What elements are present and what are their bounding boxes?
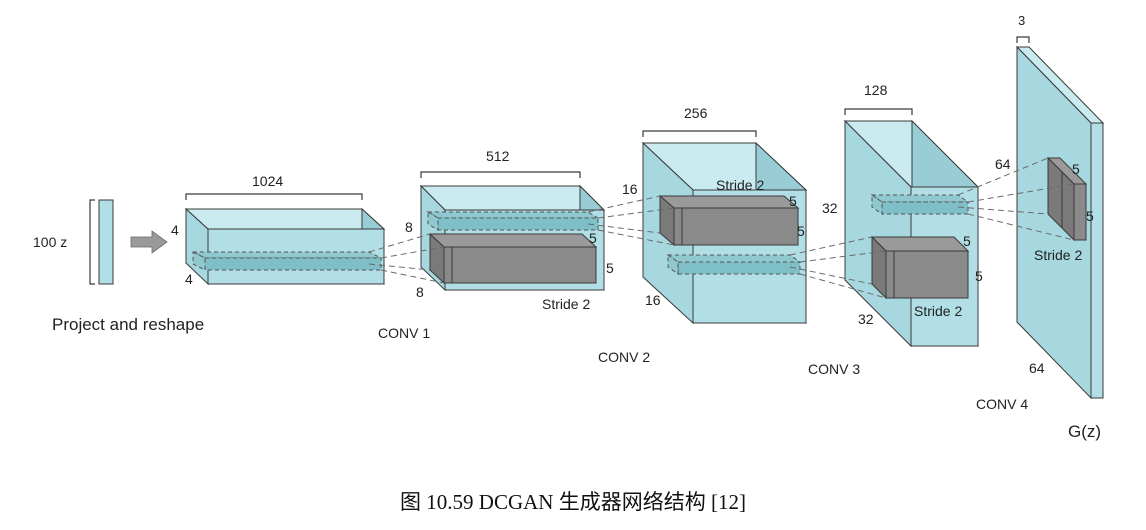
project-reshape-label: Project and reshape [52,315,204,334]
conv1-k2: 5 [606,260,614,276]
conv1-h1: 8 [405,219,413,235]
conv1-k1: 5 [589,230,597,246]
conv3-width: 128 [864,82,888,98]
layer-1024: 1024 4 4 [171,173,386,287]
layer-conv3: 128 32 32 5 5 Stride 2 CONV 3 [808,82,983,377]
conv3-k1: 5 [963,233,971,249]
layer-conv2: 256 16 16 Stride 2 5 5 CONV 2 [598,105,808,365]
arrow-icon [130,230,168,254]
conv2-h1: 16 [622,181,638,197]
conv1-kernel [443,246,597,284]
conv4-width: 3 [1018,13,1025,28]
conv1-width: 512 [486,148,510,164]
conv1-stride: Stride 2 [542,296,590,312]
conv2-k1: 5 [789,193,797,209]
layer-conv1: 512 8 8 5 5 Stride 2 CONV 1 [378,148,614,341]
figure-caption: 图 10.59 DCGAN 生成器网络结构 [12] [400,490,746,514]
conv3-kernel [885,250,969,299]
input-z-bar [98,199,114,285]
conv4-h1: 64 [995,156,1011,172]
conv4-name: CONV 4 [976,396,1028,412]
conv1-h2: 8 [416,284,424,300]
conv3-name: CONV 3 [808,361,860,377]
conv3-h1: 32 [822,200,838,216]
conv2-name: CONV 2 [598,349,650,365]
conv4-h2: 64 [1029,360,1045,376]
input-bracket [89,199,95,285]
conv2-kernel [673,207,799,246]
conv2-stride: Stride 2 [716,177,764,193]
conv4-k1: 5 [1072,161,1080,177]
input-z: 100 z Project and reshape [33,199,204,334]
conv3-h2: 32 [858,311,874,327]
conv4-k2: 5 [1086,208,1094,224]
conv2-h2: 16 [645,292,661,308]
layer-1024-width: 1024 [252,173,283,189]
output-gz-label: G(z) [1068,422,1101,441]
conv3-stride: Stride 2 [914,303,962,319]
input-z-label: 100 z [33,234,67,250]
projection-lines [368,157,1075,299]
layer-1024-h1: 4 [171,222,179,238]
conv4-stride: Stride 2 [1034,247,1082,263]
conv2-k2: 5 [797,223,805,239]
conv3-k2: 5 [975,268,983,284]
conv4-kernel [1073,183,1087,241]
dcgan-diagram: 100 z Project and reshape 1024 4 4 [33,13,1105,441]
conv2-width: 256 [684,105,708,121]
conv1-name: CONV 1 [378,325,430,341]
layer-conv4: 3 64 64 5 5 Stride 2 CONV 4 G(z) [976,13,1105,441]
layer-1024-h2: 4 [185,271,193,287]
